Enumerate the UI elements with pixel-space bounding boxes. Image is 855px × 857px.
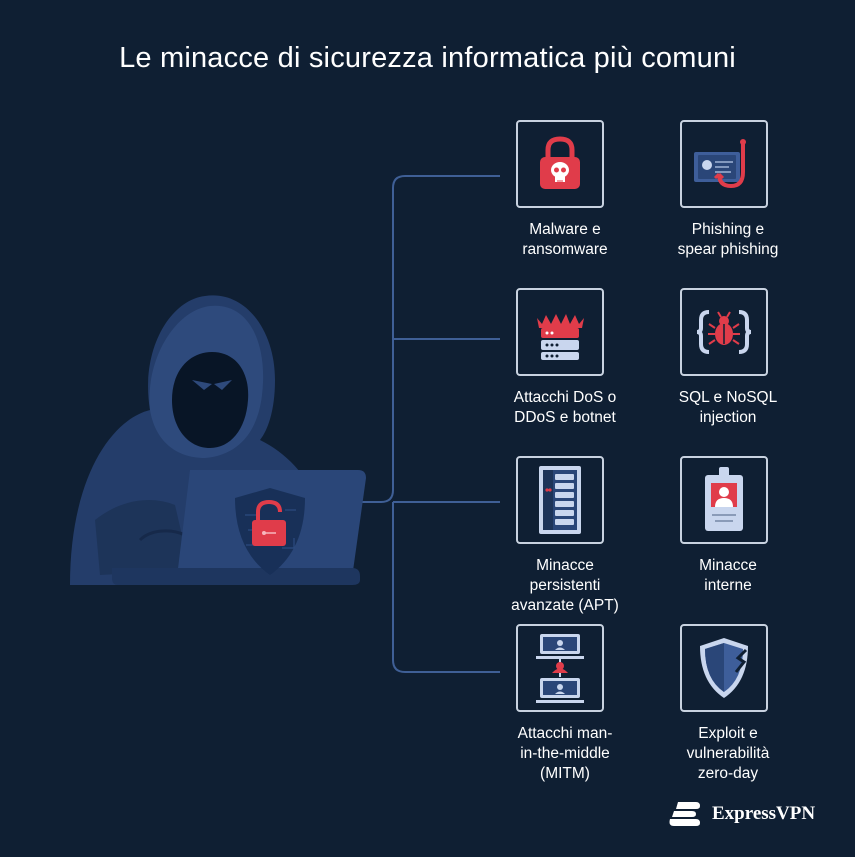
phishing-hook-icon: [694, 139, 746, 189]
sql-injection-tile: [680, 288, 768, 376]
expressvpn-mark-icon: [669, 802, 700, 826]
server-rack-icon: [539, 466, 581, 534]
locked-skull-icon: [540, 136, 580, 189]
id-badge-icon: [705, 467, 743, 531]
intercepted-screens-icon: [536, 634, 584, 703]
mitm-tile: [516, 624, 604, 712]
apt-tile: [516, 456, 604, 544]
mitm-label: Attacchi man-in-the-middle(MITM): [517, 725, 613, 782]
malware-tile: [516, 120, 604, 208]
zero-day-tile: [680, 624, 768, 712]
connector-lines: [358, 175, 500, 673]
server-attack-icon: [537, 314, 584, 360]
insider-threat-tile: [680, 456, 768, 544]
dos-tile: [516, 288, 604, 376]
phishing-tile: [680, 120, 768, 208]
broken-shield-icon: [700, 638, 748, 698]
code-bug-icon: [696, 310, 752, 354]
laptop: [112, 470, 366, 585]
expressvpn-logo: ExpressVPN: [668, 800, 815, 828]
page-title: Le minacce di sicurezza informatica più …: [119, 42, 736, 74]
brand-name: ExpressVPN: [712, 803, 816, 824]
